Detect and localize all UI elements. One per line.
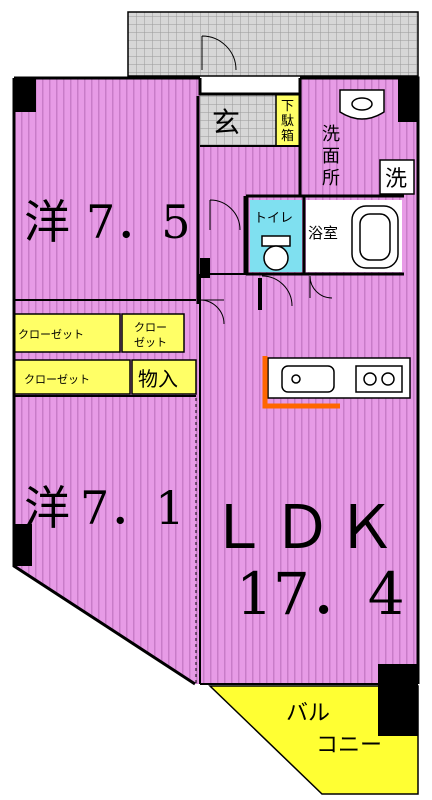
closet-2	[121, 313, 185, 353]
washroom-char-3: 所	[322, 168, 340, 189]
bathtub-icon	[351, 205, 399, 269]
washbasin-icon	[339, 89, 385, 120]
storage-label: 物入	[138, 367, 178, 391]
top-tiled-area	[127, 11, 419, 77]
washroom-char-2: 面	[322, 146, 340, 167]
shoe-box-char-2: 駄	[281, 114, 294, 129]
closet-3-label: クローゼット	[24, 373, 90, 386]
door-swings	[199, 35, 333, 325]
western-room-2-prefix: 洋	[24, 481, 70, 535]
entrance-area	[200, 94, 276, 146]
western-room-2-size: 7．1	[80, 481, 185, 535]
bathroom-label: 浴室	[308, 224, 338, 242]
storage-closet	[131, 359, 197, 395]
closet-1-label: クローゼット	[18, 328, 84, 341]
washroom-char-1: 洗	[322, 124, 340, 145]
toilet-icon	[261, 235, 291, 271]
shoe-box-char-3: 箱	[281, 128, 294, 144]
western-room-1-size: 7．5	[86, 195, 191, 249]
balcony-label-line2: コニー	[316, 733, 382, 758]
ldk-label: ＬＤＫ	[208, 493, 400, 563]
closet-2-label-line2: ゼット	[134, 336, 167, 349]
ldk-size: 17．4	[236, 560, 405, 628]
washer-label: 洗	[385, 167, 407, 192]
stove-icon	[355, 365, 403, 393]
washer-box	[379, 159, 415, 195]
columns	[14, 78, 418, 736]
western-room-1-prefix: 洋	[24, 195, 70, 249]
closet-2-label-line1: クロー	[134, 321, 167, 334]
shoe-box-char-1: 下	[281, 99, 294, 114]
sink-icon	[281, 365, 335, 393]
kitchen-orange-edge	[262, 356, 340, 409]
balcony-label-line1: バル	[286, 701, 330, 726]
toilet-label: トイレ	[254, 211, 293, 226]
balcony	[208, 685, 419, 795]
entrance-label: 玄	[212, 106, 240, 139]
